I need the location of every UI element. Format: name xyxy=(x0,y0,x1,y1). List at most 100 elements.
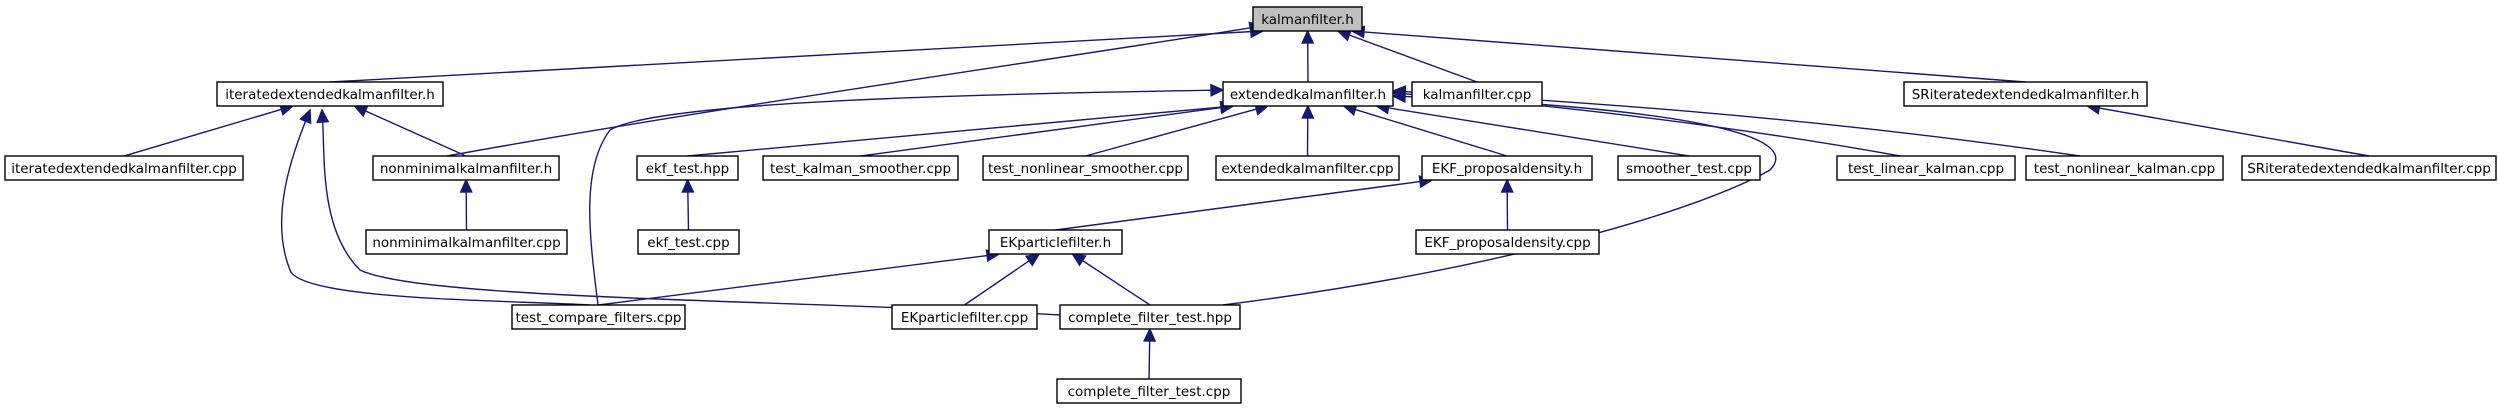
node-box xyxy=(216,81,444,107)
node-box xyxy=(2025,155,2224,181)
node-complete-filter-hpp[interactable]: complete_filter_test.hpp xyxy=(1059,304,1241,330)
edge-kalmanfilter-cpp-to-kalmanfilter-h xyxy=(1336,29,1478,83)
edge-arrowhead xyxy=(1210,83,1225,97)
edge-ekparticle-h-to-ekf-prop-h xyxy=(1055,175,1434,231)
node-box xyxy=(1252,6,1363,32)
node-box xyxy=(511,304,686,330)
edge-arrowhead xyxy=(681,178,695,193)
node-nonminimal-h[interactable]: nonminimalkalmanfilter.h xyxy=(372,155,560,181)
node-label: test_linear_kalman.cpp xyxy=(1848,161,2004,177)
edge-arrowhead xyxy=(1143,327,1157,342)
node-kalmanfilter-h[interactable]: kalmanfilter.h xyxy=(1252,6,1363,32)
node-box xyxy=(1617,155,1761,181)
edge-line xyxy=(329,30,1254,83)
node-smoother-test[interactable]: smoother_test.cpp xyxy=(1617,155,1761,181)
node-label: test_kalman_smoother.cpp xyxy=(770,161,951,177)
edge-arrowhead xyxy=(299,108,312,125)
node-ekf-test-hpp[interactable]: ekf_test.hpp xyxy=(636,155,739,181)
node-label: EKF_proposaldensity.cpp xyxy=(1424,235,1590,251)
node-label: nonminimalkalmanfilter.cpp xyxy=(372,235,560,251)
edge-iterated-cpp-to-iterated-h xyxy=(123,103,295,157)
edge-ekf-test-cpp-to-ekf-test-hpp xyxy=(681,178,695,231)
node-box xyxy=(372,155,560,181)
node-box xyxy=(988,229,1123,255)
edge-smoother-test-to-extended-h xyxy=(1374,101,1690,157)
edge-line xyxy=(1148,338,1151,380)
node-ekparticle-cpp[interactable]: EKparticlefilter.cpp xyxy=(891,304,1038,330)
edge-test-compare-filters-to-iterated-h xyxy=(280,108,591,306)
edge-ekf-prop-h-to-extended-h xyxy=(1342,103,1508,157)
node-box xyxy=(1903,81,2148,107)
node-label: extendedkalmanfilter.cpp xyxy=(1221,161,1393,177)
edge-line xyxy=(123,108,284,157)
node-label: EKparticlefilter.h xyxy=(1000,235,1111,251)
node-test-compare-filters[interactable]: test_compare_filters.cpp xyxy=(511,304,686,330)
node-test-nonlinear-smoother[interactable]: test_nonlinear_smoother.cpp xyxy=(982,155,1189,181)
node-kalmanfilter-cpp[interactable]: kalmanfilter.cpp xyxy=(1411,81,1543,107)
edge-line xyxy=(964,259,1032,306)
node-extended-cpp[interactable]: extendedkalmanfilter.cpp xyxy=(1215,155,1400,181)
node-test-nonlinear-kalman[interactable]: test_nonlinear_kalman.cpp xyxy=(2025,155,2224,181)
node-box xyxy=(1059,304,1241,330)
node-ekf-test-cpp[interactable]: ekf_test.cpp xyxy=(637,229,740,255)
node-box xyxy=(1215,155,1400,181)
edge-arrowhead xyxy=(1071,253,1087,267)
node-test-linear-kalman[interactable]: test_linear_kalman.cpp xyxy=(1836,155,2016,181)
edge-arrowhead xyxy=(352,105,369,118)
node-ekf-prop-h[interactable]: EKF_proposaldensity.h xyxy=(1421,155,1593,181)
edge-ekf-prop-cpp-to-ekf-prop-h xyxy=(1500,178,1514,231)
node-sr-h[interactable]: SRiteratedextendedkalmanfilter.h xyxy=(1903,81,2148,107)
edge-extended-h-to-kalmanfilter-h xyxy=(1301,29,1315,83)
node-label: EKF_proposaldensity.h xyxy=(1432,161,1582,177)
node-label: kalmanfilter.cpp xyxy=(1423,87,1532,103)
edge-line xyxy=(1347,33,1478,83)
node-label: test_nonlinear_smoother.cpp xyxy=(988,161,1183,177)
node-box xyxy=(636,155,739,181)
node-extended-h[interactable]: extendedkalmanfilter.h xyxy=(1222,81,1394,107)
edge-iterated-h-to-kalmanfilter-h xyxy=(329,25,1265,83)
edge-line xyxy=(1386,106,1690,157)
edges-layer xyxy=(123,21,2370,380)
node-ekf-prop-cpp[interactable]: EKF_proposaldensity.cpp xyxy=(1415,229,1600,255)
edge-extended-cpp-to-extended-h xyxy=(1301,104,1315,157)
edge-line xyxy=(1222,95,1777,306)
node-box xyxy=(1222,81,1394,107)
node-label: extendedkalmanfilter.h xyxy=(1230,87,1386,103)
node-test-kalman-smoother[interactable]: test_kalman_smoother.cpp xyxy=(762,155,959,181)
edge-line xyxy=(598,254,990,306)
edge-arrowhead xyxy=(1391,89,1406,104)
node-sr-cpp[interactable]: SRiteratedextendedkalmanfilter.cpp xyxy=(2241,155,2497,181)
edge-line xyxy=(1080,258,1151,306)
node-ekparticle-h[interactable]: EKparticlefilter.h xyxy=(988,229,1123,255)
edge-nonminimal-cpp-to-nonminimal-h xyxy=(459,178,473,231)
node-label: ekf_test.cpp xyxy=(647,235,729,251)
node-iterated-cpp[interactable]: iteratedextendedkalmanfilter.cpp xyxy=(4,155,244,181)
node-label: EKparticlefilter.cpp xyxy=(901,310,1028,326)
node-label: SRiteratedextendedkalmanfilter.h xyxy=(1912,87,2140,103)
edge-test-compare-filters-to-ekparticle-h xyxy=(598,249,1001,306)
edge-line xyxy=(446,26,1253,157)
node-label: complete_filter_test.cpp xyxy=(1068,384,1231,400)
node-box xyxy=(4,155,244,181)
edge-test-compare-filters-to-extended-h xyxy=(589,83,1225,306)
edge-line xyxy=(280,119,591,306)
edge-line xyxy=(321,119,1061,316)
edge-line xyxy=(1055,180,1423,231)
node-nonminimal-cpp[interactable]: nonminimalkalmanfilter.cpp xyxy=(365,229,568,255)
node-box xyxy=(1415,229,1600,255)
node-label: SRiteratedextendedkalmanfilter.cpp xyxy=(2247,161,2491,177)
node-complete-filter-cpp[interactable]: complete_filter_test.cpp xyxy=(1056,378,1242,404)
node-iterated-h[interactable]: iteratedextendedkalmanfilter.h xyxy=(216,81,444,107)
edge-complete-filter-hpp-to-extended-h xyxy=(1222,89,1777,306)
edge-complete-filter-hpp-to-ekparticle-h xyxy=(1071,253,1151,306)
node-box xyxy=(1056,378,1242,404)
edge-arrowhead xyxy=(459,178,473,193)
node-label: test_nonlinear_kalman.cpp xyxy=(2034,161,2215,177)
node-label: test_compare_filters.cpp xyxy=(516,310,682,326)
edge-complete-filter-hpp-to-iterated-h xyxy=(316,108,1061,316)
edge-sr-cpp-to-sr-h xyxy=(2085,101,2370,157)
node-box xyxy=(1411,81,1543,107)
node-box xyxy=(2241,155,2497,181)
edge-nonminimal-h-to-iterated-h xyxy=(352,105,467,157)
edge-ekf-test-hpp-to-extended-h xyxy=(687,100,1235,157)
